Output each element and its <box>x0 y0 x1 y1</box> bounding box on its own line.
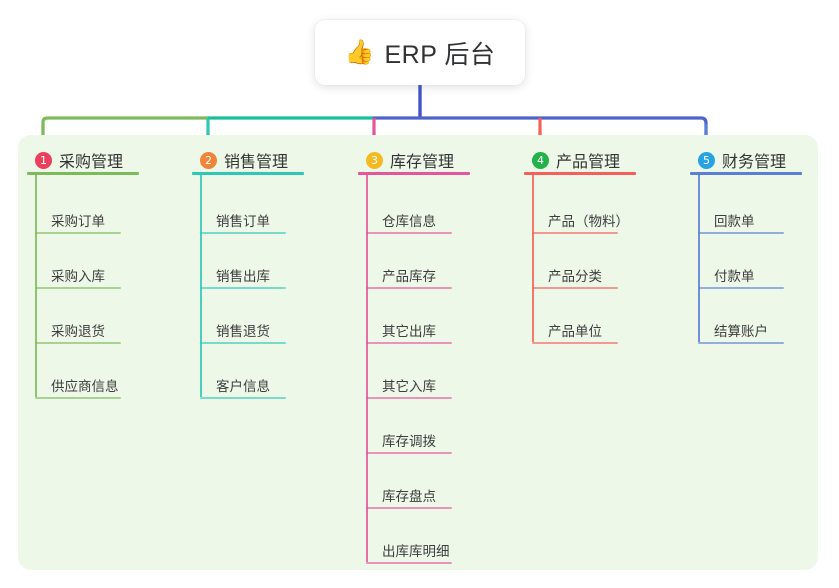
branch-item-rule <box>35 342 121 344</box>
branch-item-label: 回款单 <box>714 214 755 229</box>
branch-header-rule-5 <box>690 172 802 175</box>
branch-item-rule <box>366 507 452 509</box>
branch-item-rule <box>366 397 452 399</box>
branch-item-label: 产品库存 <box>382 269 436 284</box>
branch-item-label: 出库库明细 <box>382 544 450 559</box>
branch-item-rule <box>532 287 618 289</box>
branch-item-rule <box>200 287 286 289</box>
branch-item-label: 采购订单 <box>51 214 105 229</box>
branch-item-label: 销售退货 <box>216 324 270 339</box>
branch-item-label: 供应商信息 <box>51 379 119 394</box>
branch-header-rule-1 <box>27 172 139 175</box>
branch-item-label: 产品单位 <box>548 324 602 339</box>
branch-spine-5 <box>698 173 700 342</box>
branch-item-rule <box>532 232 618 234</box>
branch-header-rule-3 <box>358 172 470 175</box>
branch-badge-2: 2 <box>200 151 217 169</box>
branch-item-rule <box>366 287 452 289</box>
branch-header-4[interactable]: 4 产品管理 <box>532 148 620 172</box>
root-node[interactable]: 👍 ERP 后台 <box>315 20 525 85</box>
branch-spine-3 <box>366 173 368 562</box>
root-node-title: ERP 后台 <box>384 40 496 69</box>
branch-title-2: 销售管理 <box>224 154 289 171</box>
branch-item-rule <box>698 232 784 234</box>
branch-item-label: 付款单 <box>714 269 755 284</box>
branch-item-rule <box>366 342 452 344</box>
branch-item-label: 其它出库 <box>382 324 436 339</box>
branch-item-label: 库存盘点 <box>382 489 436 504</box>
branch-header-1[interactable]: 1 采购管理 <box>35 148 123 172</box>
branch-title-3: 库存管理 <box>390 154 455 171</box>
branch-item-rule <box>200 232 286 234</box>
branch-badge-1: 1 <box>35 151 52 169</box>
branch-item-label: 销售出库 <box>216 269 270 284</box>
branch-item-label: 采购入库 <box>51 269 105 284</box>
branch-item-label: 采购退货 <box>51 324 105 339</box>
branch-item-rule <box>698 287 784 289</box>
branch-item-rule <box>200 342 286 344</box>
branch-item-label: 其它入库 <box>382 379 436 394</box>
branch-item-rule <box>698 342 784 344</box>
thumbs-up-emoji: 👍 <box>344 38 375 66</box>
branch-title-1: 采购管理 <box>59 154 124 171</box>
branch-title-5: 财务管理 <box>722 154 787 171</box>
branch-spine-4 <box>532 173 534 342</box>
branch-header-3[interactable]: 3 库存管理 <box>366 148 454 172</box>
branch-item-label: 销售订单 <box>216 214 270 229</box>
branch-item-rule <box>35 287 121 289</box>
branch-spine-1 <box>35 173 37 397</box>
branch-spine-2 <box>200 173 202 397</box>
branch-badge-5: 5 <box>698 151 715 169</box>
branch-item-rule <box>366 452 452 454</box>
branch-item-label: 仓库信息 <box>382 214 436 229</box>
branch-item-label: 产品（物料） <box>548 214 629 229</box>
branch-item-rule <box>532 342 618 344</box>
branch-header-2[interactable]: 2 销售管理 <box>200 148 288 172</box>
branch-title-4: 产品管理 <box>556 154 621 171</box>
branch-item-label: 客户信息 <box>216 379 270 394</box>
branch-item-rule <box>35 232 121 234</box>
branch-item-rule <box>366 232 452 234</box>
root-node-content: 👍 ERP 后台 <box>345 35 496 71</box>
branch-badge-3: 3 <box>366 151 383 169</box>
branch-header-rule-4 <box>524 172 636 175</box>
branch-badge-4: 4 <box>532 151 549 169</box>
branch-item-label: 产品分类 <box>548 269 602 284</box>
branch-item-label: 结算账户 <box>714 324 768 339</box>
branch-item-rule <box>200 397 286 399</box>
branch-header-rule-2 <box>192 172 304 175</box>
branch-item-label: 库存调拨 <box>382 434 436 449</box>
branch-item-rule <box>366 562 452 564</box>
branch-item-rule <box>35 397 121 399</box>
branch-header-5[interactable]: 5 财务管理 <box>698 148 786 172</box>
branches-panel <box>18 135 818 570</box>
